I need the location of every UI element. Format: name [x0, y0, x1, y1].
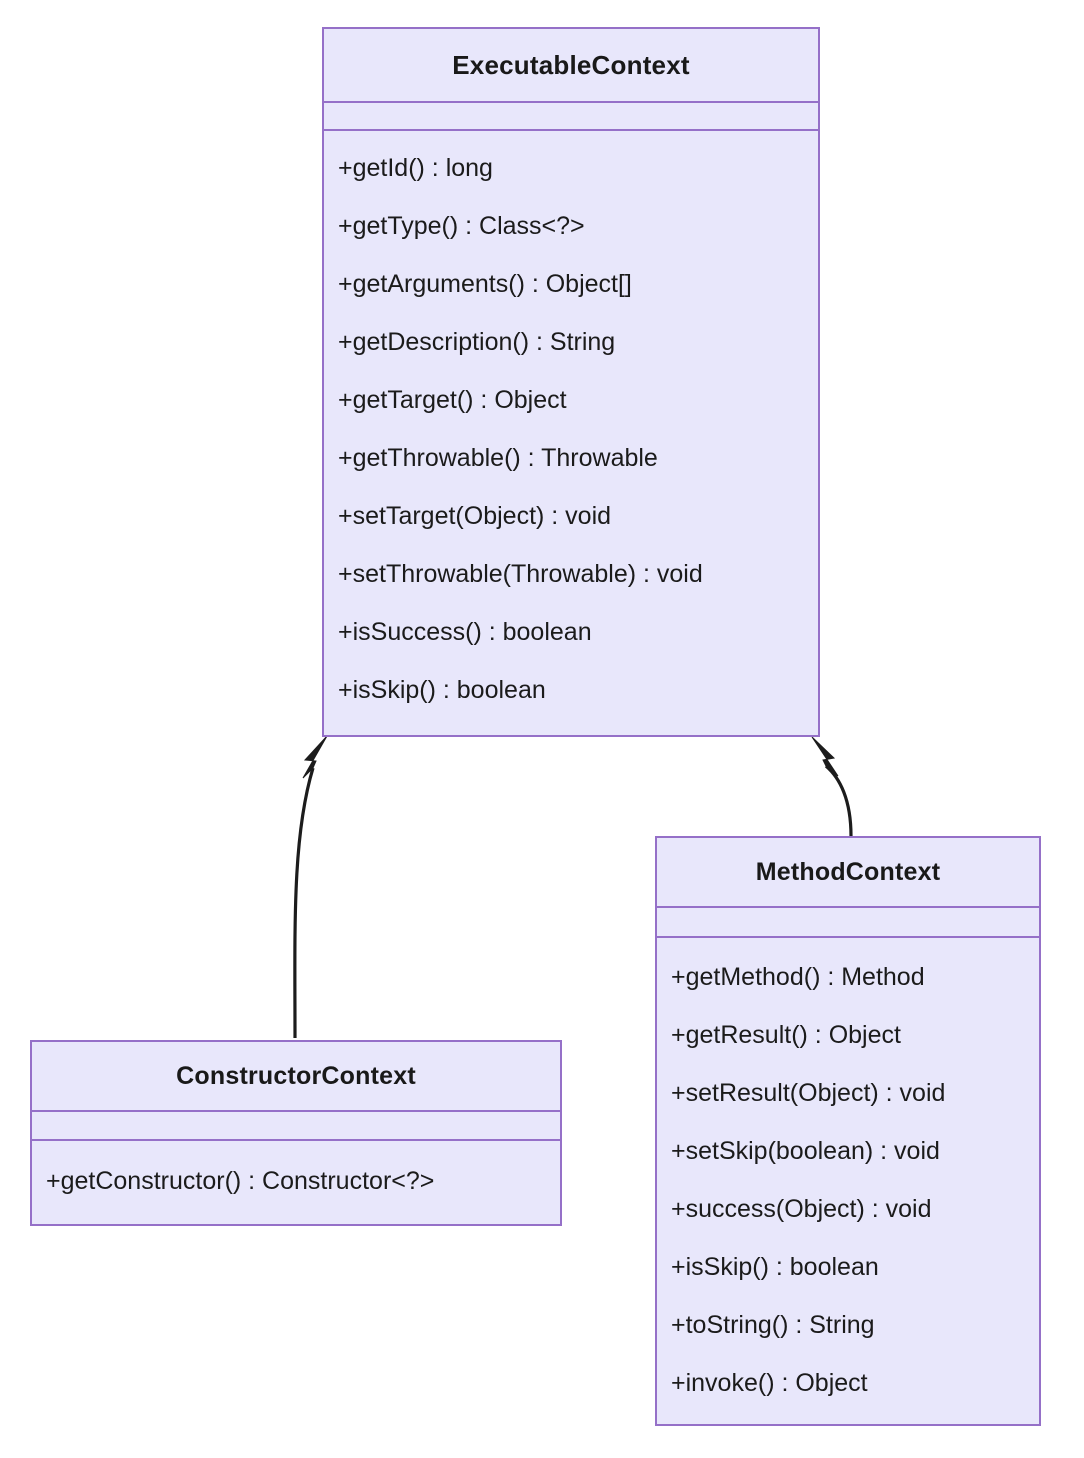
method-row: +setSkip(boolean) : void: [671, 1137, 940, 1165]
generalization-methodcontext-to-executablecontext: [811, 736, 853, 837]
generalization-constructorcontext-to-executablecontext: [293, 735, 328, 1039]
method-row: +getDescription() : String: [338, 328, 616, 356]
class-title-executable-context: ExecutableContext: [324, 29, 818, 103]
method-row: +getTarget() : Object: [338, 386, 567, 414]
method-row: +getId() : long: [338, 154, 493, 182]
method-row: +getMethod() : Method: [671, 963, 925, 991]
inheritance-arrowhead-left: [302, 735, 328, 779]
class-title-constructor-context: ConstructorContext: [32, 1042, 560, 1112]
method-row: +success(Object) : void: [671, 1195, 932, 1223]
method-row: +invoke() : Object: [671, 1369, 868, 1397]
method-row: +getConstructor() : Constructor<?>: [46, 1167, 435, 1195]
method-row: +setResult(Object) : void: [671, 1079, 946, 1107]
method-row: +isSkip() : boolean: [338, 676, 546, 704]
class-methods-compartment-method-context: +getMethod() : Method +getResult() : Obj…: [657, 938, 1039, 1424]
uml-class-constructor-context[interactable]: ConstructorContext +getConstructor() : C…: [30, 1040, 562, 1226]
class-methods-compartment-constructor-context: +getConstructor() : Constructor<?>: [32, 1141, 560, 1224]
method-row: +getType() : Class<?>: [338, 212, 585, 240]
class-attributes-compartment-constructor-context: [32, 1112, 560, 1141]
method-row: +isSkip() : boolean: [671, 1253, 879, 1281]
method-row: +setTarget(Object) : void: [338, 502, 612, 530]
class-title-method-context: MethodContext: [657, 838, 1039, 908]
method-row: +getThrowable() : Throwable: [338, 444, 658, 472]
class-methods-compartment-executable-context: +getId() : long +getType() : Class<?> +g…: [324, 131, 818, 735]
inheritance-arrowhead-right: [811, 736, 839, 777]
method-row: +setThrowable(Throwable) : void: [338, 560, 703, 588]
method-row: +isSuccess() : boolean: [338, 618, 592, 646]
uml-class-method-context[interactable]: MethodContext +getMethod() : Method +get…: [655, 836, 1041, 1426]
method-row: +getArguments() : Object[]: [338, 270, 632, 298]
method-row: +getResult() : Object: [671, 1021, 901, 1049]
method-row: +toString() : String: [671, 1311, 875, 1339]
class-attributes-compartment-executable-context: [324, 103, 818, 131]
uml-class-executable-context[interactable]: ExecutableContext +getId() : long +getTy…: [322, 27, 820, 737]
class-attributes-compartment-method-context: [657, 908, 1039, 938]
